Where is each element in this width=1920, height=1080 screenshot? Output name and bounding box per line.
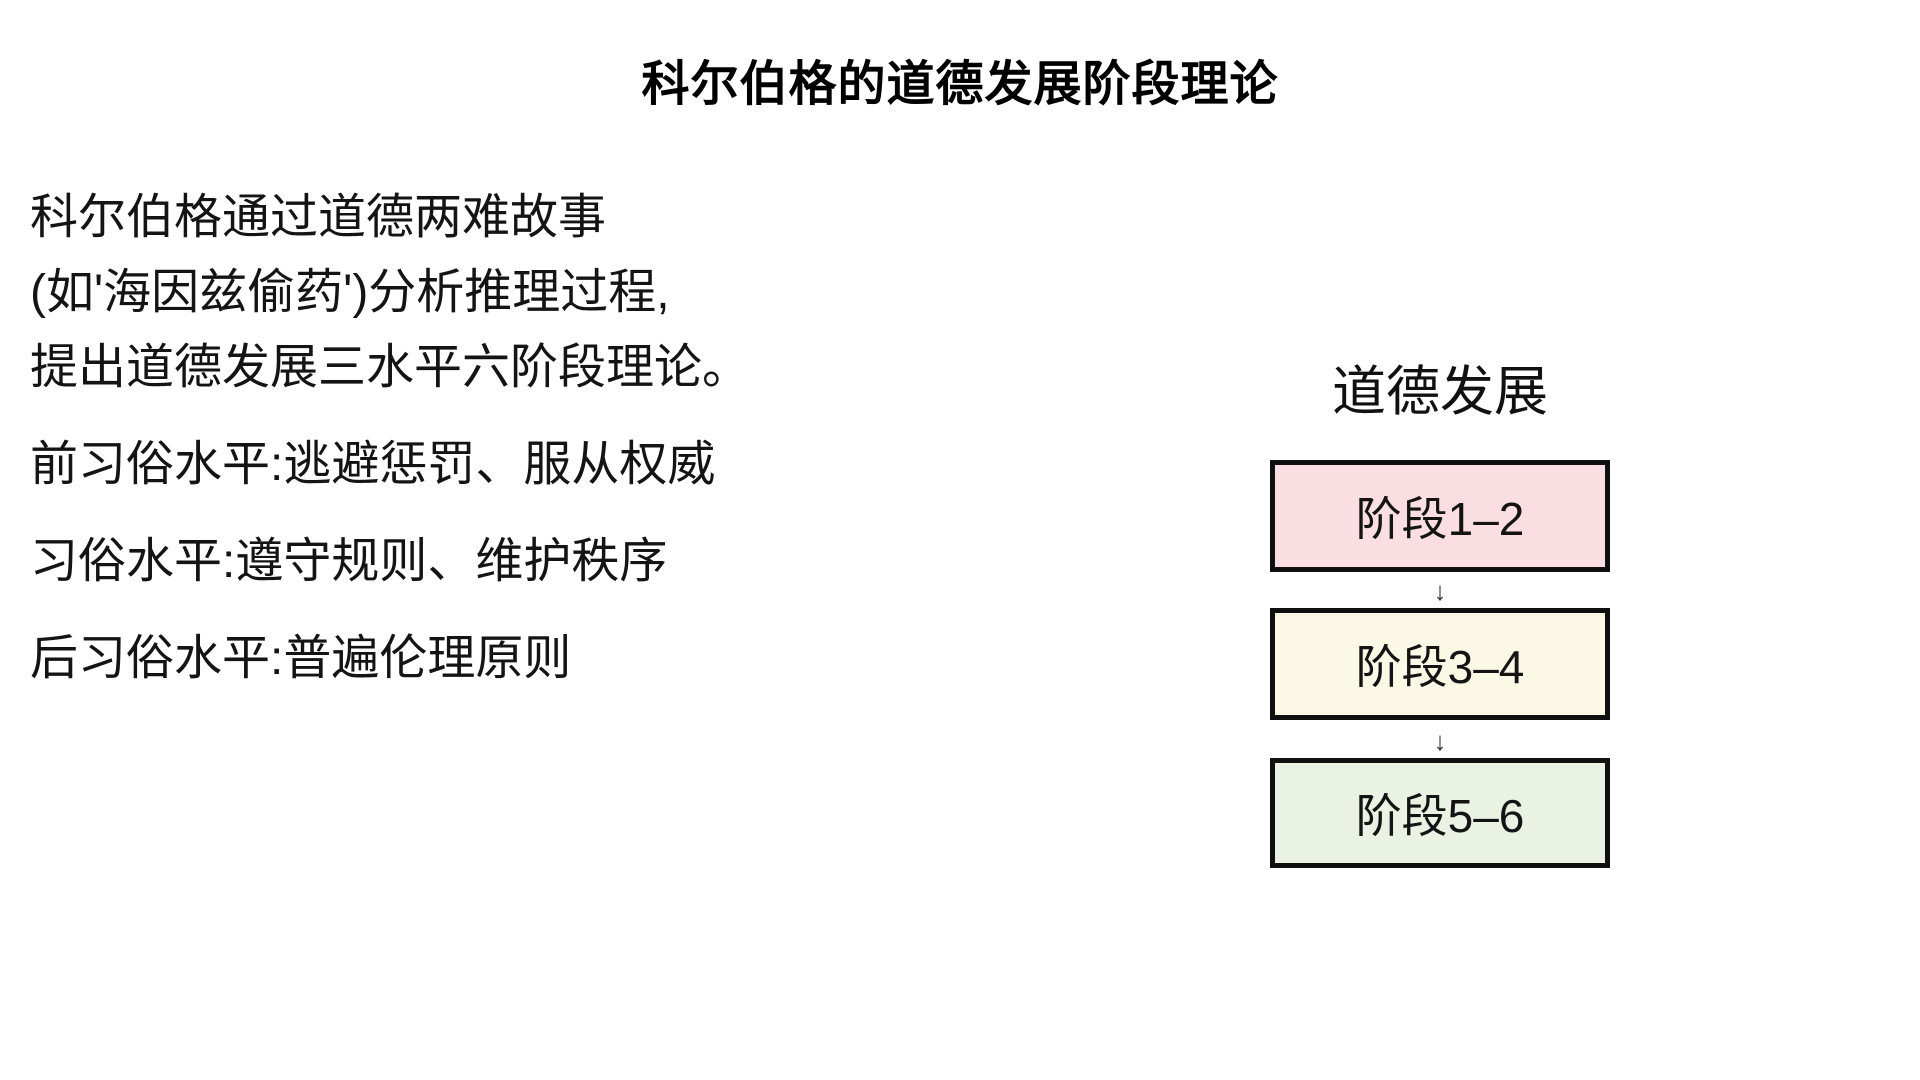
stage-box-3-4: 阶段3–4 [1270,608,1610,720]
stage-box-5-6: 阶段5–6 [1270,758,1610,868]
stage-label-1-2: 阶段1–2 [1355,493,1525,545]
down-arrow-icon: ↓ [1433,726,1447,756]
stage-label-5-6: 阶段5–6 [1355,790,1525,842]
level-postconventional: 后习俗水平:普遍伦理原则 [30,632,572,685]
page-title: 科尔伯格的道德发展阶段理论 [641,58,1279,111]
stage-label-3-4: 阶段3–4 [1355,641,1525,693]
description-line-3: 提出道德发展三水平六阶段理论。 [30,341,751,394]
stage-box-1-2: 阶段1–2 [1270,460,1610,572]
level-conventional: 习俗水平:遵守规则、维护秩序 [30,535,668,588]
level-preconventional: 前习俗水平:逃避惩罚、服从权威 [30,438,716,491]
description-block: 科尔伯格通过道德两难故事 (如'海因兹偷药')分析推理过程, 提出道德发展三水平… [30,180,750,696]
description-line-1: 科尔伯格通过道德两难故事 [30,191,607,244]
diagram-heading: 道德发展 [1332,362,1548,422]
down-arrow-icon: ↓ [1433,576,1447,606]
description-paragraph: 科尔伯格通过道德两难故事 (如'海因兹偷药')分析推理过程, 提出道德发展三水平… [30,180,750,405]
description-line-2: (如'海因兹偷药')分析推理过程, [30,266,670,319]
